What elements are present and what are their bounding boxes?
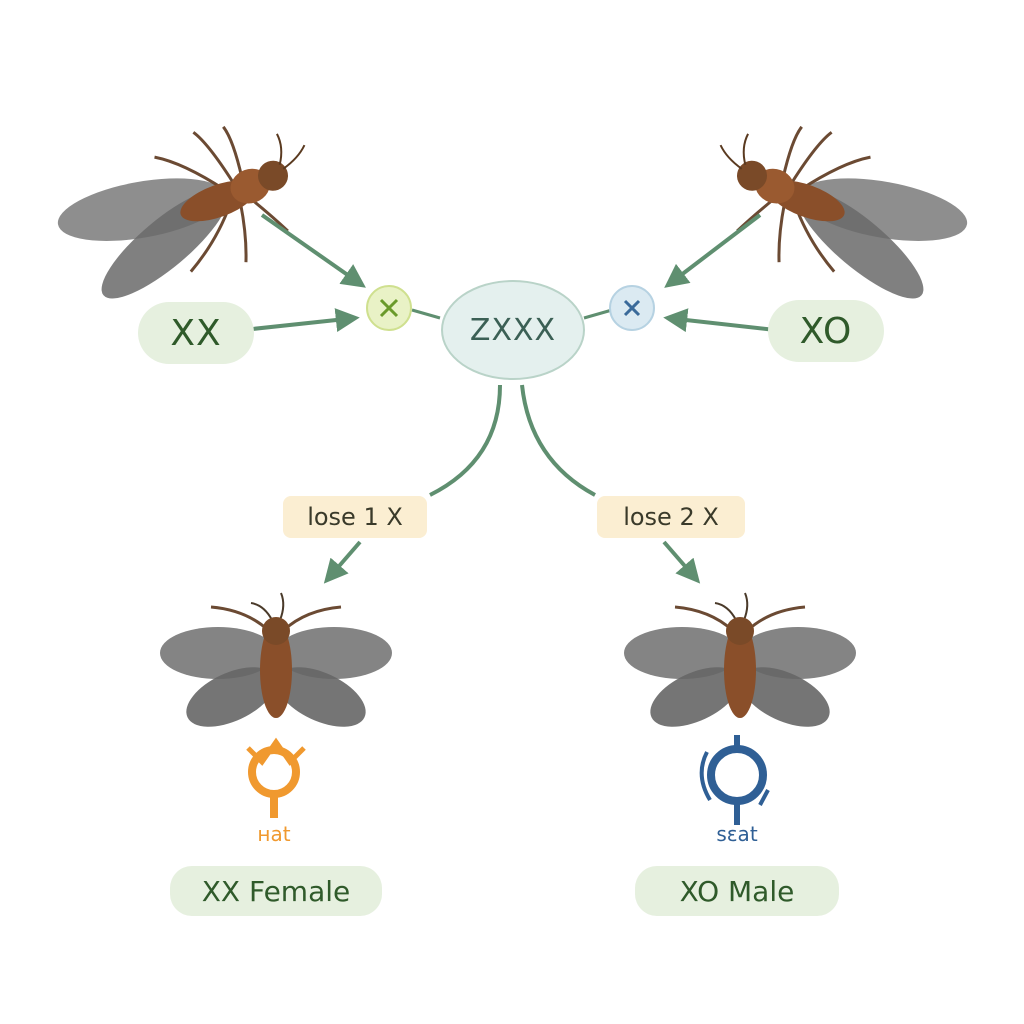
step-label-left: lose 1 X [283, 496, 427, 538]
curve-to-lose-1x [429, 384, 502, 497]
step-label-left-text: lose 1 X [307, 503, 403, 531]
arrow-right-fly-to-gamete [664, 213, 762, 288]
zygote-label: ZXXX [469, 312, 557, 348]
curve-to-lose-2x [520, 384, 596, 497]
offspring-fly-male [624, 592, 856, 727]
x-gamete-icon [609, 285, 655, 331]
line-gamete-right-to-zygote [583, 308, 613, 320]
female-symbol-text: нat [257, 822, 291, 846]
result-label-male: XO Male [635, 866, 839, 916]
line-gamete-left-to-zygote [411, 308, 441, 320]
arrow-to-female [323, 540, 362, 584]
parent-fly-right [719, 125, 968, 299]
result-label-female-text: XX Female [201, 874, 351, 908]
parent-label-left: XX [138, 302, 254, 364]
male-symbol-text: sɛat [716, 822, 758, 846]
parent-label-right-text: XO [799, 310, 853, 352]
offspring-fly-female [160, 592, 392, 727]
result-label-female: XX Female [170, 866, 382, 916]
parent-label-left-text: XX [170, 312, 222, 354]
x-gamete-icon [366, 285, 412, 331]
step-label-right: lose 2 X [597, 496, 745, 538]
female-symbol-icon [246, 737, 306, 818]
arrow-to-male [662, 540, 701, 584]
arrow-left-fly-to-gamete [260, 213, 366, 288]
arrow-xx-to-gamete [242, 308, 360, 332]
arrow-xo-to-gamete [663, 308, 776, 333]
zygote-node: ZXXX [441, 280, 585, 380]
step-label-right-text: lose 2 X [623, 503, 719, 531]
parent-fly-left [57, 125, 306, 299]
parent-label-right: XO [768, 300, 884, 362]
male-symbol-icon [699, 735, 770, 825]
result-label-male-text: XO Male [679, 874, 795, 908]
